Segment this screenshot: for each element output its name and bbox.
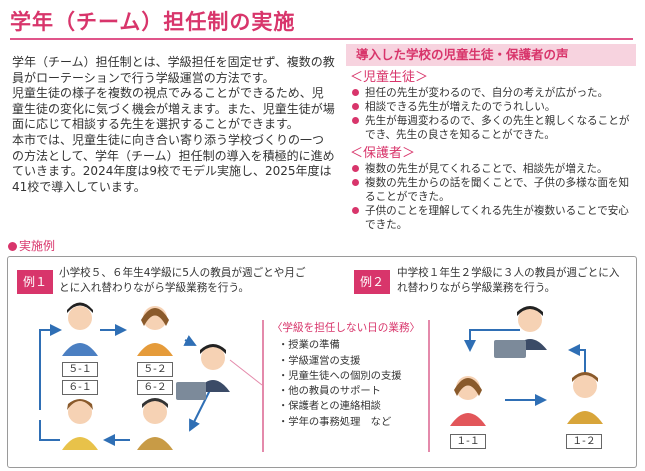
example-1-tag: 例１: [17, 270, 53, 294]
list-item: 複数の先生からの話を聞くことで、子供の多様な面を知ることができた。: [350, 176, 636, 204]
examples-label: 実施例: [8, 237, 55, 254]
list-item: 先生が毎週変わるので、多くの先生と親しくなることができ、先生の良さを知ることがで…: [350, 114, 636, 142]
list-item: 複数の先生が見てくれることで、相談先が増えた。: [350, 162, 636, 176]
example-1-text: 小学校５、６年生4学級に5人の教員が週ごとや月ごとに入れ替わりながら学級業務を行…: [59, 267, 306, 294]
teacher-5-2-icon: [137, 306, 173, 356]
example-2-text: 中学校１年生２学級に３人の教員が週ごとに入れ替わりながら学級業務を行う。: [397, 267, 620, 294]
teacher-at-desk-icon: [176, 344, 230, 400]
title-underline: [10, 38, 633, 40]
voices-section: ＜児童生徒＞ 担任の先生が変わるので、自分の考えが広がった。 相談できる先生が増…: [350, 70, 636, 236]
intro-paragraph-1: 学年（チーム）担任制とは、学級担任を固定せず、複数の教員がローテーションで行う学…: [12, 55, 335, 85]
list-item: 学年の事務処理 など: [278, 415, 428, 430]
class-label-5-1: ５-１: [62, 362, 98, 377]
parents-group-title: ＜保護者＞: [350, 146, 416, 161]
teacher-6-2-icon: [137, 398, 173, 450]
examples-label-text: 実施例: [19, 239, 56, 253]
class-label-6-1: ６-１: [62, 380, 98, 395]
teacher-5-1-icon: [62, 302, 98, 356]
list-item: 担任の先生が変わるので、自分の考えが広がった。: [350, 86, 636, 100]
parents-voice-list: 複数の先生が見てくれることで、相談先が増えた。 複数の先生からの話を聞くことで、…: [350, 162, 636, 232]
list-item: 保護者との連絡相談: [278, 399, 428, 414]
intro-text: 学年（チーム）担任制とは、学級担任を固定せず、複数の教員がローテーションで行う学…: [12, 55, 335, 195]
class-label-5-2: ５-２: [137, 362, 173, 377]
example-2-rotation-arrow-icon: [464, 329, 586, 406]
class-label-1-2: １-２: [566, 434, 602, 449]
list-item: 相談できる先生が増えたのでうれしい。: [350, 100, 636, 114]
intro-paragraph-3: 本市では、児童生徒に向き合い寄り添う学校づくりの一つの方法として、学年（チーム）…: [12, 132, 335, 194]
intro-paragraph-2: 児童生徒の様子を複数の視点でみることができるため、児童生徒の変化に気づく機会が増…: [12, 86, 335, 132]
list-item: 学級運営の支援: [278, 354, 428, 369]
example-1-rotation-arrow-icon: [39, 324, 211, 446]
class-label-6-2: ６-２: [137, 380, 173, 395]
list-item: 授業の準備: [278, 338, 428, 353]
teacher-1-2-icon: [567, 372, 603, 424]
teacher-6-1-icon: [62, 399, 98, 450]
students-voice-list: 担任の先生が変わるので、自分の考えが広がった。 相談できる先生が増えたのでうれし…: [350, 86, 636, 142]
voices-header: 導入した学校の児童生徒・保護者の声: [346, 44, 636, 66]
page-title: 学年（チーム）担任制の実施: [10, 10, 296, 34]
list-item: 児童生徒への個別の支援: [278, 369, 428, 384]
list-item: 他の教員のサポート: [278, 384, 428, 399]
duties-title: 〈学級を担任しない日の業務〉: [271, 322, 421, 334]
bullet-dot-icon: [8, 242, 17, 251]
duties-box: 〈学級を担任しない日の業務〉 授業の準備 学級運営の支援 児童生徒への個別の支援…: [262, 320, 430, 452]
examples-panel: [7, 256, 637, 468]
duties-list: 授業の準備 学級運営の支援 児童生徒への個別の支援 他の教員のサポート 保護者と…: [278, 338, 428, 430]
teacher-1-1-icon: [450, 376, 486, 426]
teacher-desk-2-icon: [494, 306, 547, 358]
list-item: 子供のことを理解してくれる先生が複数いることで安心できた。: [350, 204, 636, 232]
students-group-title: ＜児童生徒＞: [350, 70, 429, 85]
example-2-tag: 例２: [354, 270, 390, 294]
duties-pointer: [229, 359, 263, 386]
class-label-1-1: １-１: [450, 434, 486, 449]
